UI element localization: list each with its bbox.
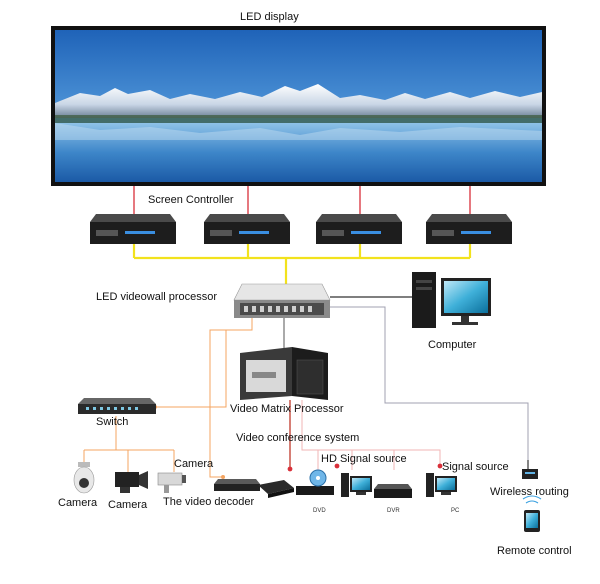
screen-controller-units	[90, 214, 512, 244]
video-decoder-label: The video decoder	[163, 496, 255, 508]
matrix-processor-device	[240, 347, 328, 400]
matrix-processor-label: Video Matrix Processor	[230, 403, 344, 415]
conference-terminal-device	[258, 480, 294, 498]
screen-controller-1	[90, 214, 176, 244]
display-controller-links	[133, 186, 471, 214]
mountains-image	[55, 84, 542, 118]
camera-label-2: Camera	[108, 499, 148, 511]
pc-device	[426, 473, 457, 497]
screen-controller-4	[426, 214, 512, 244]
hd-pc-device	[341, 473, 372, 497]
controller-bus	[132, 244, 472, 284]
signal-links	[289, 400, 441, 470]
switch-label: Switch	[96, 416, 129, 428]
video-decoder-device	[214, 479, 260, 491]
wireless-router-device	[522, 460, 538, 479]
signal-source-label: Signal source	[442, 461, 509, 473]
computer-device	[412, 272, 491, 328]
pc-label: PC	[451, 508, 460, 514]
dvd-label: DVD	[313, 508, 326, 514]
dvr-label: DVR	[387, 508, 400, 514]
dvr-device	[374, 484, 412, 498]
remote-tablet-device	[524, 510, 540, 532]
computer-label: Computer	[428, 339, 477, 351]
wireless-routing-label: Wireless routing	[490, 486, 569, 498]
dome-camera	[73, 462, 95, 494]
videowall-processor-device	[233, 283, 331, 318]
wifi-icon	[522, 495, 542, 504]
switch-device	[78, 398, 156, 414]
conference-system-label: Video conference system	[236, 432, 360, 444]
screen-controller-2	[204, 214, 290, 244]
led-display	[51, 26, 546, 186]
screen-controller-label: Screen Controller	[148, 194, 234, 206]
led-display-label: LED display	[240, 11, 299, 23]
videowall-processor-label: LED videowall processor	[96, 291, 218, 303]
camera-label-1: Camera	[58, 497, 98, 509]
camcorder	[115, 471, 148, 493]
computer-links	[330, 296, 529, 460]
bullet-camera	[157, 472, 186, 493]
hd-signal-source-label: HD Signal source	[321, 453, 407, 465]
screen-controller-3	[316, 214, 402, 244]
remote-control-label: Remote control	[497, 545, 572, 557]
orange-links	[83, 318, 253, 478]
dvd-device	[296, 469, 334, 495]
camera-label-top: Camera	[174, 458, 214, 470]
